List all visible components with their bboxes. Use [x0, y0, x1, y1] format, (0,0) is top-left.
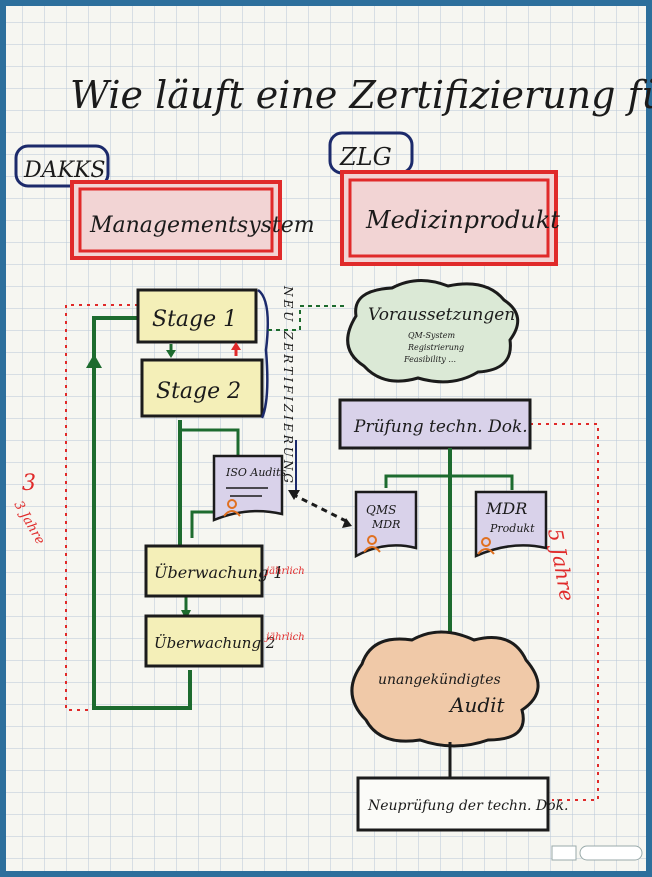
prereq-item-3: Feasibility ... — [403, 355, 456, 364]
qms-doc-line-1: QMS — [366, 503, 396, 517]
mdr-doc-line-2: Produkt — [489, 522, 535, 535]
auditor-icon — [367, 535, 377, 545]
stage-1-box — [136, 288, 258, 344]
mdr-product-doc — [474, 490, 548, 558]
cycle-loop-line — [92, 316, 192, 710]
three-year-number: 3 — [22, 471, 36, 496]
prerequisites-cloud — [346, 279, 520, 384]
unannounced-line-1: unangekündigtes — [378, 672, 501, 688]
recert-bracket — [257, 288, 270, 419]
five-year-dotted-line — [530, 423, 599, 801]
auditor-icon — [227, 499, 237, 509]
prereq-item-2: Registrierung — [407, 343, 464, 352]
tech-doc-rereview-label: Neuprüfung der techn. Dok. — [367, 798, 569, 814]
brand-logo — [579, 845, 643, 861]
stage-2-box — [140, 358, 264, 418]
unannounced-line-2: Audit — [448, 693, 506, 717]
management-system-box — [70, 180, 282, 260]
auditor-icon — [481, 537, 491, 547]
surveillance-2-label: Überwachung 2 — [154, 634, 275, 652]
dakks-label: DAKKS — [23, 158, 105, 183]
unannounced-audit-cloud — [350, 630, 540, 748]
surveillance-2-box — [144, 614, 264, 668]
certification-logo — [551, 845, 577, 861]
yearly-label-1: jährlich — [264, 566, 305, 577]
yearly-label-2: jährlich — [264, 632, 305, 643]
surveillance-1-label: Überwachung 1 — [154, 562, 283, 582]
prerequisites-title: Voraussetzungen — [368, 305, 515, 325]
stage-2-label: Stage 2 — [156, 379, 241, 404]
dakks-badge — [14, 144, 110, 188]
iso-audits-label: ISO Audits — [225, 466, 286, 479]
qms-mdr-doc — [354, 490, 418, 559]
zlg-label: ZLG — [339, 143, 392, 171]
stage-1-label: Stage 1 — [152, 307, 237, 332]
management-system-label: Managementsystem — [89, 213, 315, 238]
grid-lines — [6, 6, 646, 871]
prereq-item-1: QM-System — [408, 331, 456, 340]
medical-device-box — [340, 170, 558, 266]
tech-doc-rereview-box — [356, 776, 550, 832]
arrow-up-icon — [86, 354, 102, 368]
surveillance-1-box — [144, 544, 264, 598]
tech-doc-review-box — [338, 398, 532, 450]
recert-label: NEU ZERTIFIZIERUNG — [281, 285, 295, 486]
medical-device-label: Medizinprodukt — [365, 206, 560, 234]
page-title: Wie läuft eine Zertifizierung für ... — [70, 73, 652, 117]
mdr-doc-line-1: MDR — [485, 499, 527, 518]
three-year-dotted-line — [65, 304, 138, 711]
tech-doc-review-label: Prüfung techn. Dok. — [353, 417, 528, 437]
qms-doc-line-2: MDR — [371, 518, 400, 531]
